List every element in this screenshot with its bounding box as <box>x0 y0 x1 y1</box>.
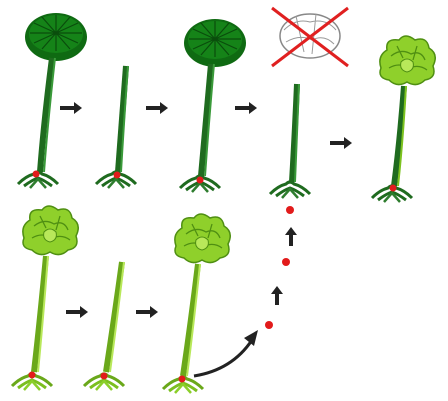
dark-stalk <box>391 85 407 187</box>
light-cap <box>174 213 231 264</box>
nucleus-dot <box>178 375 186 383</box>
bottom-plant-1-intact <box>10 205 79 392</box>
dark-stalk <box>115 65 129 173</box>
top-plant-3-regenerated <box>178 18 247 194</box>
nucleus-dot <box>100 372 108 380</box>
right-arrow-icon <box>330 137 352 149</box>
light-stalk <box>31 255 49 373</box>
right-arrow-icon <box>146 102 168 114</box>
bottom-plant-3-regenerated <box>161 213 231 395</box>
dark-cap <box>183 18 247 68</box>
nucleus-dot <box>28 371 36 379</box>
dark-cap <box>24 12 88 62</box>
dark-stalk <box>289 83 300 183</box>
nucleus-dot <box>389 184 397 192</box>
dark-stalk <box>37 57 55 173</box>
up-arrow-icon <box>285 227 297 246</box>
top-plant-4-cap-removed <box>268 6 349 200</box>
curved-arrow-icon <box>193 330 258 378</box>
light-stalk <box>103 261 125 373</box>
top-plant-1-intact <box>16 12 88 190</box>
top-plant-5-result <box>370 35 436 204</box>
up-arrow-icon <box>271 286 283 305</box>
rhizoid-icon <box>268 180 312 200</box>
top-plant-2-decapitated <box>94 65 138 190</box>
cross-out-icon <box>271 6 349 68</box>
light-stalk <box>180 263 201 377</box>
nucleus-dot <box>196 176 204 184</box>
right-arrow-icon <box>235 102 257 114</box>
right-arrow-icon <box>66 306 88 318</box>
light-cap <box>379 35 436 86</box>
bottom-plant-2-decapitated <box>82 261 126 392</box>
right-arrow-icon <box>136 306 158 318</box>
right-arrow-icon <box>60 102 82 114</box>
light-cap <box>22 205 79 256</box>
dark-stalk <box>198 63 214 177</box>
nucleus-dot <box>286 206 294 214</box>
nucleus-dot <box>265 321 273 329</box>
nucleus-dot <box>113 171 121 179</box>
nucleus-dot <box>282 258 290 266</box>
nucleus-dot <box>32 170 40 178</box>
